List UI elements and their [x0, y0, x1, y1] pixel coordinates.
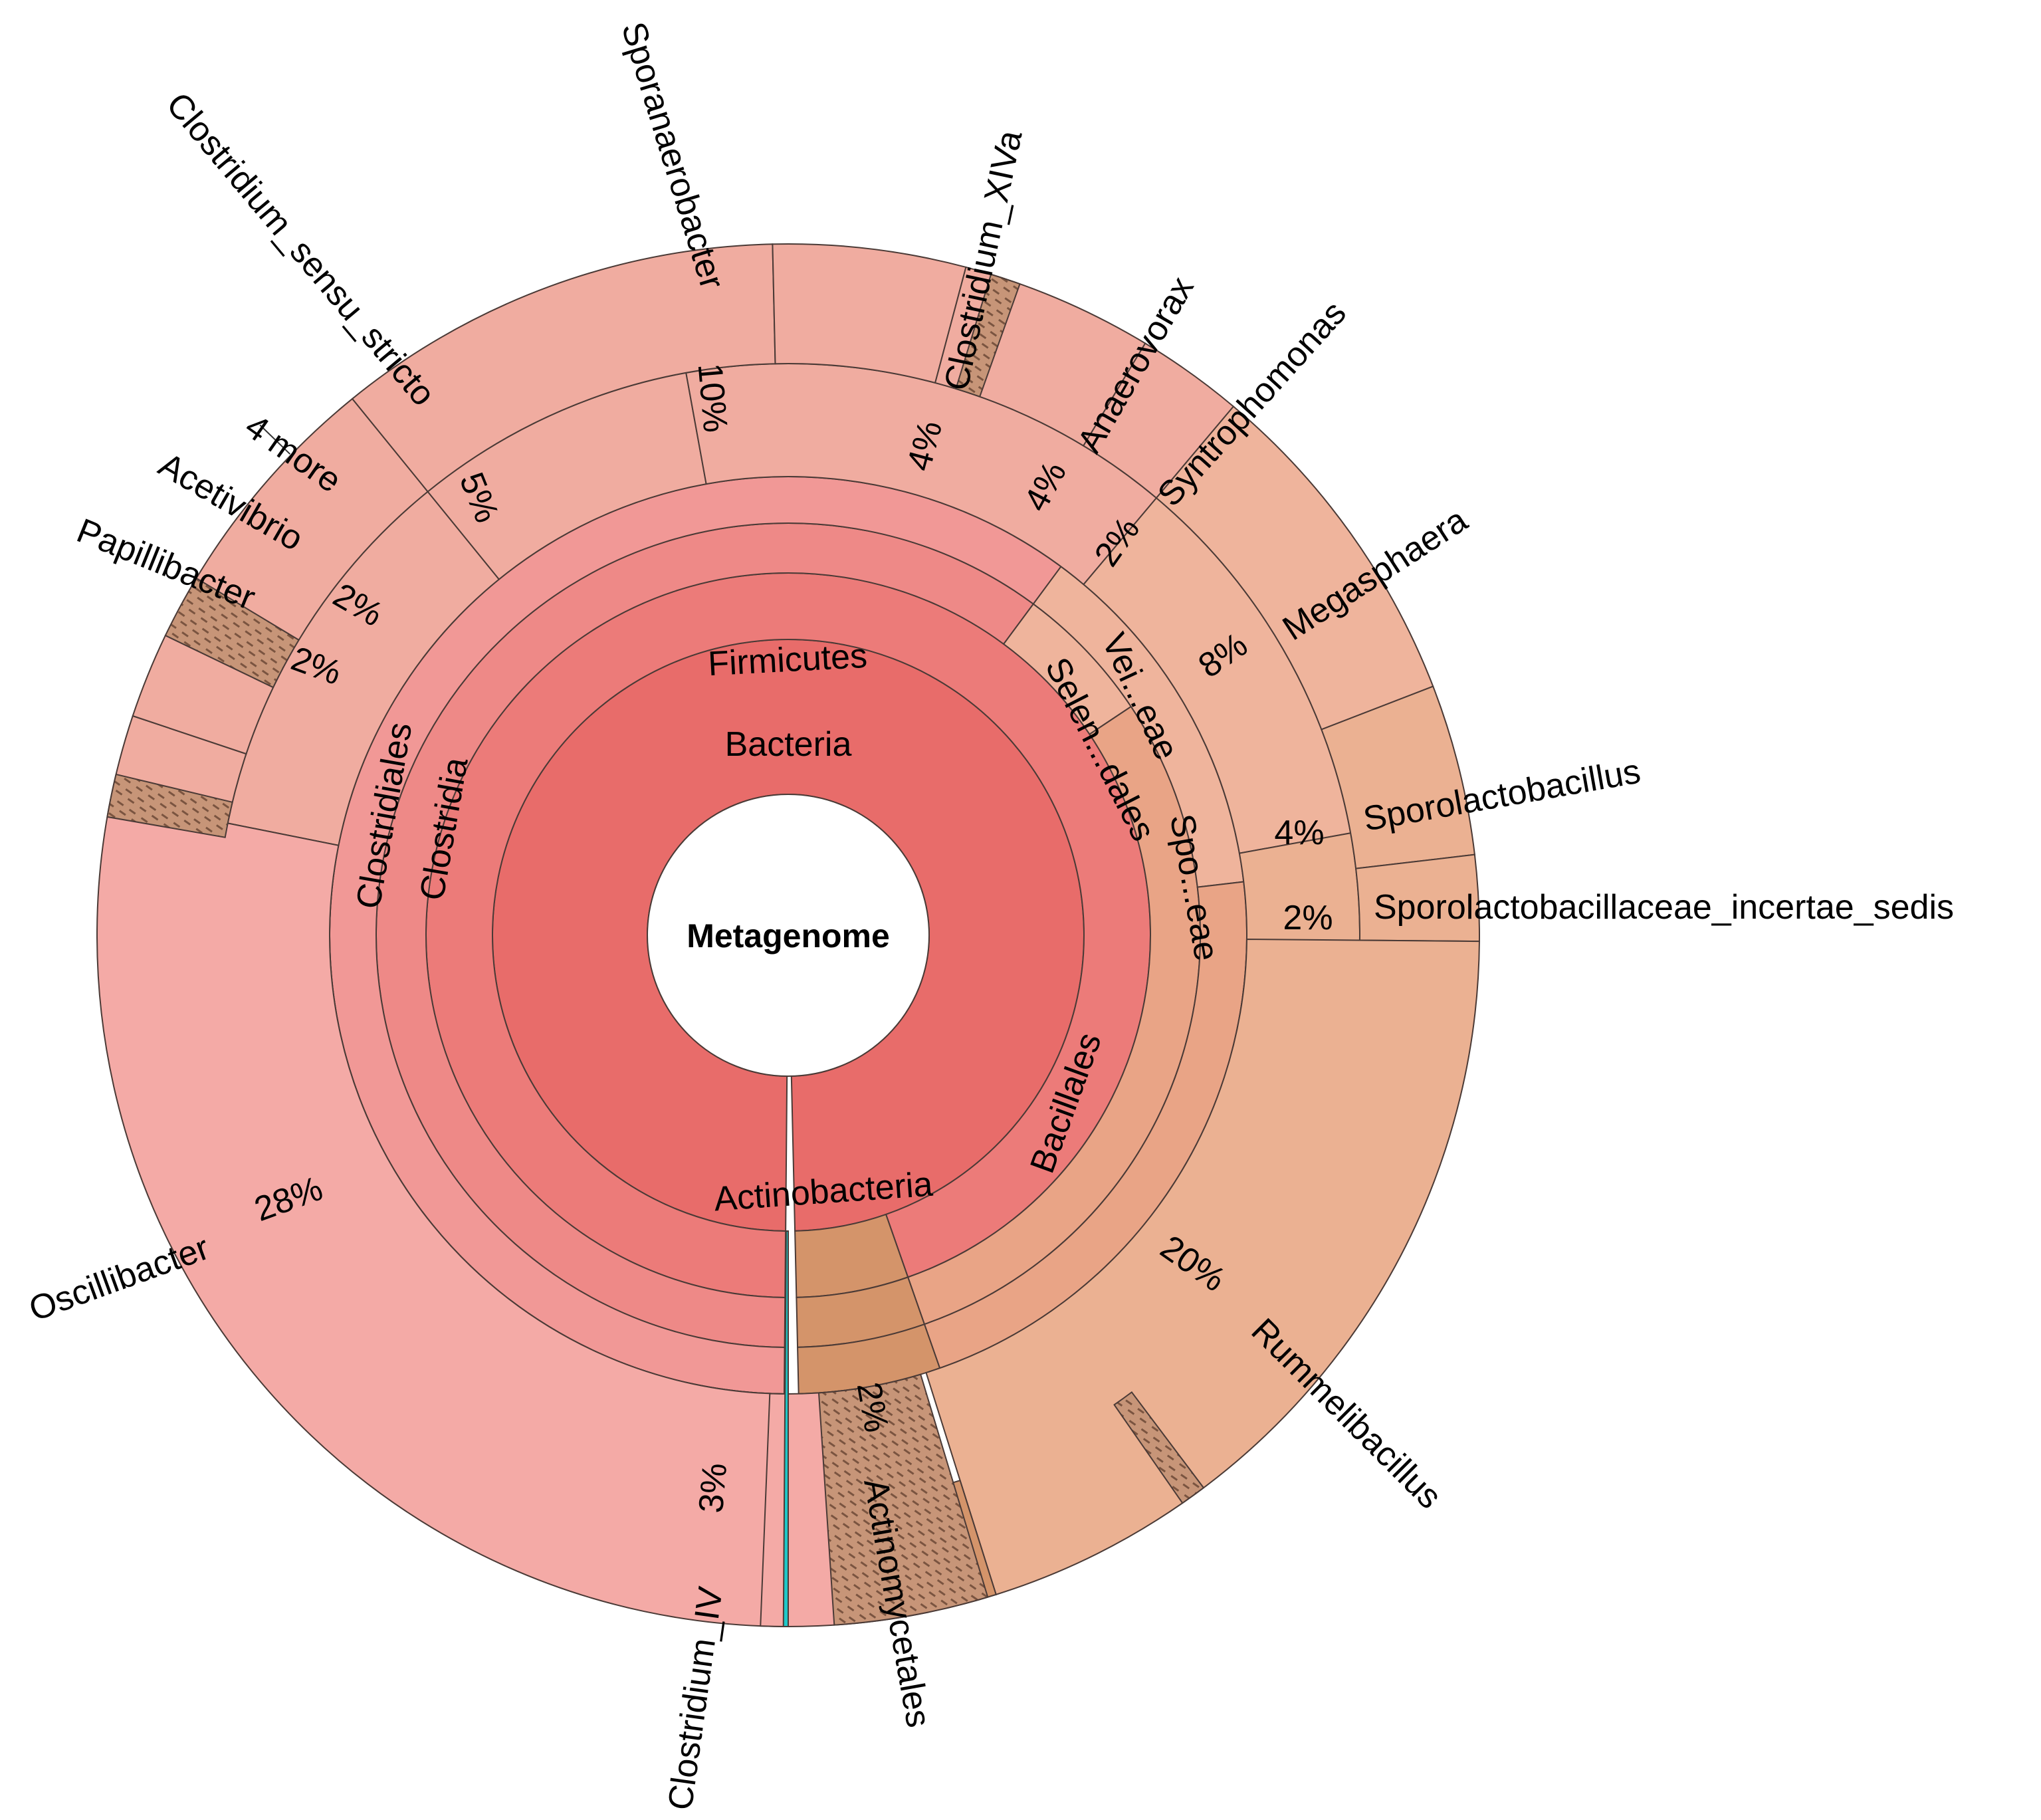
pct-clostridium-iv: 3%	[692, 1462, 734, 1515]
kingdom-label-bacteria: Bacteria	[725, 725, 852, 764]
phylum-label-firmicutes: Firmicutes	[707, 637, 869, 683]
pct-actinomycetales: 2%	[849, 1379, 896, 1435]
leader-line-4-more	[259, 424, 291, 455]
genus-label-oscillibacter: Oscillibacter	[24, 1228, 214, 1329]
leader-line-layer	[259, 424, 291, 455]
segment-layer	[96, 243, 1480, 1628]
genus-label-clostridium-sensu-stricto: Clostridium_sensu_stricto	[159, 85, 443, 413]
genus-label-clostridium-iv: Clostridium_IV	[661, 1584, 730, 1812]
root-label: Metagenome	[687, 917, 890, 955]
unclassified-wedge-0[interactable]	[106, 773, 233, 838]
genus-segment-6[interactable]	[772, 243, 967, 384]
pct-sporolactobacillaceae-incertae-sedis: 2%	[1283, 899, 1333, 937]
actinomycetales-hatch-wedge[interactable]	[817, 1373, 989, 1626]
genus-label-sporanaerobacter: Sporanaerobacter	[614, 18, 732, 294]
genus-segment-12[interactable]	[925, 939, 1480, 1596]
unclassified-wedge-1[interactable]	[955, 273, 1021, 398]
genus-label-sporolactobacillaceae-incertae-sedis: Sporolactobacillaceae_incertae_sedis	[1374, 888, 1954, 927]
center-hole[interactable]	[647, 794, 930, 1077]
pct-sporolactobacillus: 4%	[1274, 814, 1324, 852]
unclassified-wedge-2[interactable]	[1113, 1391, 1205, 1504]
pct-sporanaerobacter: 10%	[691, 362, 735, 434]
cyan-sliver[interactable]	[782, 1230, 789, 1628]
genus-segment-0[interactable]	[96, 799, 785, 1627]
